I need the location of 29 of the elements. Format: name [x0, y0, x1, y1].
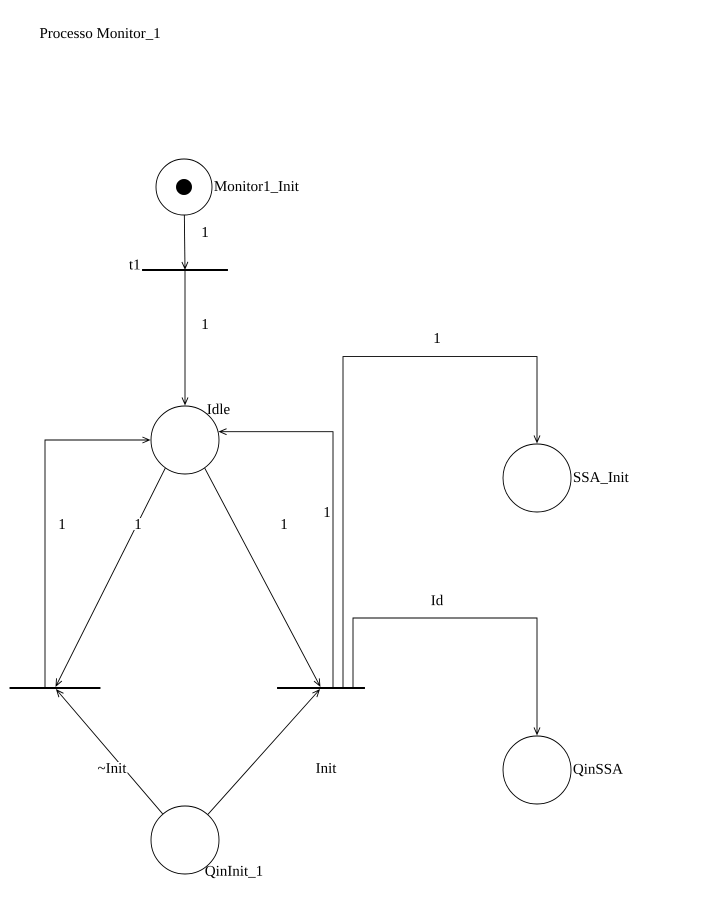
node-label: t1 [129, 260, 140, 270]
arc-weight: 1 [200, 318, 210, 330]
arc-arrow [182, 270, 188, 406]
arc-weight: 1 [57, 518, 67, 530]
arc-arrow [56, 689, 164, 814]
arc-weight: 1 [432, 332, 442, 344]
node-label: QinSSA [574, 764, 623, 776]
arc-arrow [342, 356, 540, 688]
node-label: Monitor1_Init [214, 181, 299, 193]
arc-arrow [218, 428, 334, 688]
transition-bar: t1 [129, 260, 228, 272]
arc-arrow [44, 436, 151, 688]
arc-weight: Id [430, 594, 444, 606]
arc-arrow [56, 468, 166, 687]
arc-arrow [208, 689, 320, 815]
arc-weight: 1 [279, 518, 289, 530]
arc-weight: Init [314, 762, 338, 774]
arc-arrow [181, 215, 188, 270]
transition-bar [10, 686, 100, 690]
node-label: QinInit_1 [205, 866, 262, 878]
arc-arrow [352, 618, 540, 736]
node-label: SSA_Init [574, 472, 629, 484]
arc-weight: 1 [200, 226, 210, 238]
arc-weight: 1 [133, 518, 143, 530]
transition-bar [277, 686, 365, 690]
title: Processo Monitor_1 [40, 28, 160, 40]
arc-weight: ~Init [96, 762, 128, 774]
arc-arrow [204, 468, 320, 687]
arc-weight: 1 [322, 506, 332, 518]
